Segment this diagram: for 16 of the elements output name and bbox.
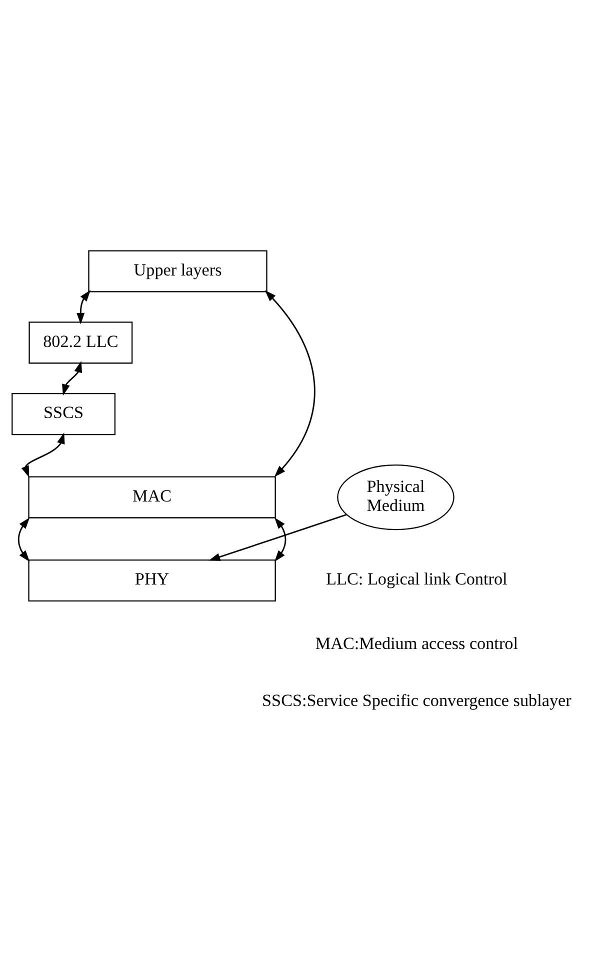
label: SSCS:Service Specific convergence sublayer — [262, 690, 572, 710]
arrow — [76, 290, 91, 324]
node-box: MAC — [28, 476, 276, 518]
label: LLC: Logical link Control — [326, 569, 508, 588]
label: MAC:Medium access control — [315, 633, 518, 652]
arrow — [21, 432, 65, 477]
node-box: SSCS — [12, 392, 116, 435]
arrow — [274, 516, 286, 562]
node-box: Upper layers — [88, 250, 268, 292]
arrow — [264, 290, 316, 476]
node-box: 802.2 LLC — [28, 321, 133, 364]
arrow — [62, 360, 82, 396]
node-ellipse: Physical Medium — [337, 464, 454, 530]
arrow — [208, 514, 347, 560]
node-box: PHY — [28, 558, 276, 602]
arrow — [18, 516, 30, 562]
